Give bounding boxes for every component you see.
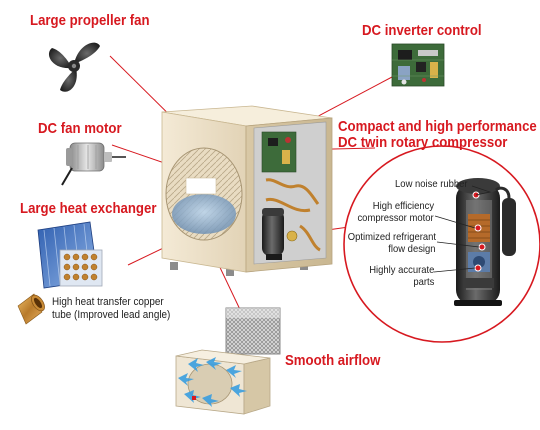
note-copper-tube-line2: tube (Improved lead angle) <box>52 309 171 321</box>
label-compressor-line1: Compact and high performance <box>338 118 537 135</box>
label-smooth-airflow: Smooth airflow <box>285 352 381 369</box>
callout-flow-line2: flow design <box>388 243 436 255</box>
label-compressor-line2: DC twin rotary compressor <box>338 134 508 151</box>
label-large-propeller-fan: Large propeller fan <box>30 12 150 29</box>
heat-exchanger-icon <box>37 221 103 289</box>
compressor-detail <box>343 145 540 343</box>
inverter-control-pcb-icon <box>391 43 445 87</box>
label-dc-fan-motor: DC fan motor <box>38 120 122 137</box>
callout-flow-line1: Optimized refrigerant <box>347 231 436 243</box>
callout-motor-line1: High efficiency <box>372 200 434 212</box>
label-dc-inverter-control: DC inverter control <box>362 22 482 39</box>
label-large-heat-exchanger: Large heat exchanger <box>20 200 157 217</box>
note-copper-tube-line1: High heat transfer copper <box>52 296 164 308</box>
airflow-unit-illustration <box>175 349 271 415</box>
callout-low-noise-rubber: Low noise rubber <box>395 178 468 190</box>
copper-tube-icon <box>17 293 45 325</box>
callout-parts-line1: Highly accurate <box>368 264 434 276</box>
callout-parts-line2: parts <box>412 276 434 288</box>
outdoor-unit-illustration <box>161 105 333 276</box>
grille-closeup <box>225 307 281 355</box>
callout-motor-line2: compressor motor <box>357 212 434 224</box>
fan-motor-icon <box>61 142 126 186</box>
propeller-fan-icon <box>48 42 100 92</box>
